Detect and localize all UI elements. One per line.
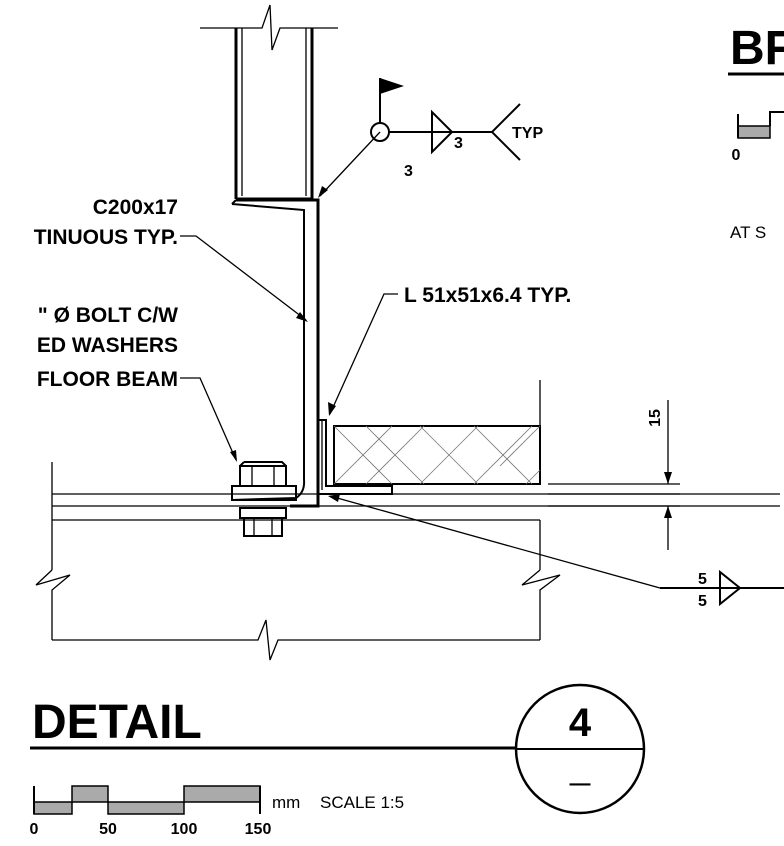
- bolt-label-line3: FLOOR BEAM: [37, 368, 178, 391]
- weld-top-tail-note: TYP: [512, 125, 543, 142]
- leaders: [180, 131, 661, 589]
- scale-bar: 0 50 100 150 mm SCALE 1:5: [30, 785, 404, 838]
- scale-tick-150: 150: [245, 821, 272, 838]
- weld-top-size-upper: 3: [454, 135, 463, 152]
- weld-symbol-bottom: 5 5: [660, 569, 784, 610]
- scale-tick-50: 50: [99, 821, 117, 838]
- floor-beam: [35, 462, 780, 661]
- channel-label-line2: TINUOUS TYP.: [34, 226, 178, 249]
- side-detail-title: BF: [730, 22, 784, 75]
- side-detail-note: AT S: [730, 223, 766, 242]
- side-scale-tick-0: 0: [732, 147, 741, 164]
- bolt-label-line1: " Ø BOLT C/W: [38, 304, 178, 327]
- bolt-label-line2: ED WASHERS: [37, 334, 178, 357]
- scale-unit: mm: [272, 793, 300, 812]
- channel-top-section: [200, 4, 338, 201]
- weld-bottom-size-upper: 5: [698, 571, 707, 588]
- dimension-15: 15: [548, 400, 680, 550]
- floor-panel: [333, 380, 541, 485]
- detail-title-block: DETAIL 4 —: [30, 683, 646, 815]
- angle-label: L 51x51x6.4 TYP.: [404, 284, 571, 307]
- dimension-value: 15: [647, 409, 664, 427]
- weld-top-size-lower: 3: [404, 163, 413, 180]
- angle-l51: [318, 419, 393, 495]
- side-detail-partial: BF 0 AT S: [728, 22, 784, 242]
- weld-symbol-top: 3 3 TYP: [370, 78, 543, 180]
- scale-tick-0: 0: [30, 821, 39, 838]
- weld-bottom-size-lower: 5: [698, 593, 707, 610]
- detail-sheet-ref: —: [570, 772, 591, 795]
- channel-c200: [231, 198, 320, 508]
- scale-tick-100: 100: [171, 821, 198, 838]
- detail-title: DETAIL: [32, 696, 202, 749]
- scale-text: SCALE 1:5: [320, 793, 404, 812]
- detail-number: 4: [569, 701, 592, 745]
- channel-label-line1: C200x17: [93, 196, 178, 219]
- bolt-assembly: [231, 461, 297, 537]
